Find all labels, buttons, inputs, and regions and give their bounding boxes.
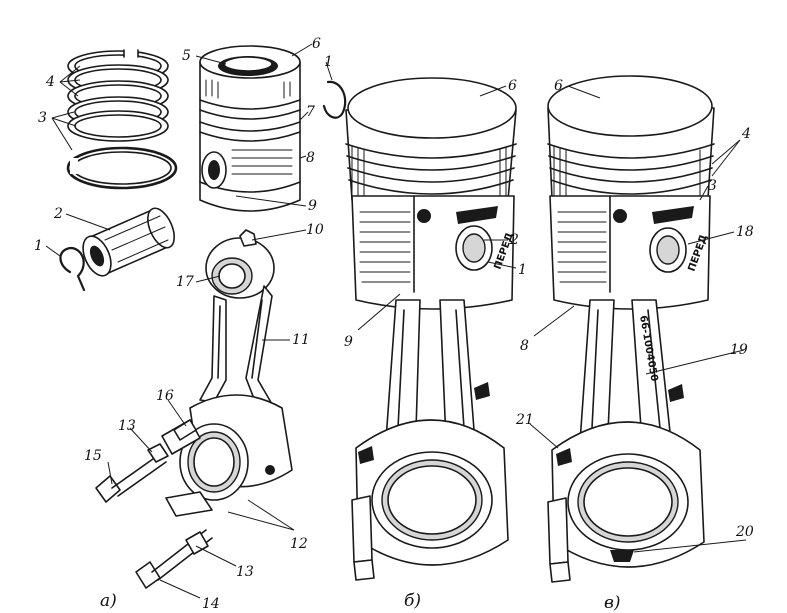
callout-7: 7 xyxy=(306,104,315,120)
panel-v-assembly: ПЕРЕД 66-1004050 xyxy=(547,75,715,583)
callout-8-panel-v: 8 xyxy=(520,338,529,354)
callout-16: 16 xyxy=(156,388,174,404)
bolt-upper xyxy=(95,443,169,503)
piston-exploded xyxy=(199,45,301,212)
callout-3-panel-v: 3 xyxy=(708,178,717,194)
callout-18: 18 xyxy=(736,224,754,240)
caption-panel-b: б) xyxy=(404,591,421,611)
callout-6-panel-a: 6 xyxy=(312,36,321,52)
piston-pin xyxy=(82,207,175,277)
snap-ring-right xyxy=(322,80,347,119)
leader-lines xyxy=(45,43,747,599)
panel-a-exploded xyxy=(59,45,347,589)
bolt-lower xyxy=(135,529,213,589)
callout-1-panel-a-left: 1 xyxy=(34,238,43,254)
callout-14: 14 xyxy=(202,596,220,612)
callout-17: 17 xyxy=(176,274,194,290)
panel-b-assembly: ПЕРЕД xyxy=(345,77,517,581)
callout-2-panel-b: 2 xyxy=(509,232,519,248)
callout-9-panel-a: 9 xyxy=(308,198,317,214)
callout-12: 12 xyxy=(290,536,308,552)
callout-6-panel-b: 6 xyxy=(508,78,517,94)
callout-1-panel-b: 1 xyxy=(518,262,527,278)
callout-labels: 4 3 2 1 5 6 1 7 8 9 10 17 11 16 13 15 12… xyxy=(34,36,754,612)
callout-11: 11 xyxy=(292,332,310,348)
snap-ring-left xyxy=(59,246,86,292)
callout-3-panel-a: 3 xyxy=(38,110,47,126)
callout-4-panel-v: 4 xyxy=(741,126,751,142)
callout-5: 5 xyxy=(182,48,191,64)
conrod-exploded xyxy=(161,229,293,517)
callout-21: 21 xyxy=(515,412,534,428)
callout-20: 20 xyxy=(735,524,754,540)
callout-15: 15 xyxy=(84,448,102,464)
piston-rings-stack xyxy=(67,48,169,142)
callout-13-lower: 13 xyxy=(236,564,254,580)
callout-1-panel-a-right: 1 xyxy=(324,54,333,70)
loose-piston-ring xyxy=(66,146,178,190)
caption-panel-a: а) xyxy=(100,591,117,611)
panel-captions: а) б) в) xyxy=(100,591,621,613)
callout-6-panel-v: 6 xyxy=(554,78,563,94)
callout-2-panel-a: 2 xyxy=(53,206,63,222)
caption-panel-v: в) xyxy=(604,593,621,613)
callout-4-panel-a: 4 xyxy=(45,74,55,90)
callout-8-panel-a: 8 xyxy=(306,150,315,166)
callout-13-upper: 13 xyxy=(118,418,136,434)
callout-19: 19 xyxy=(730,342,748,358)
callout-9-panel-b: 9 xyxy=(344,334,353,350)
callout-10: 10 xyxy=(306,222,324,238)
